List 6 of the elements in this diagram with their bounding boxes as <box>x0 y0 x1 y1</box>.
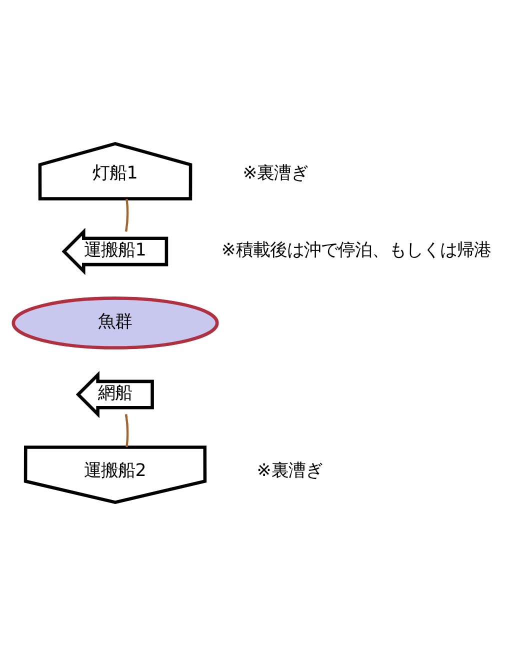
node-label: ※積載後は沖で停泊、もしくは帰港 <box>220 240 490 260</box>
node-label: ※裏漕ぎ <box>242 162 308 183</box>
connector <box>124 414 128 447</box>
connector <box>124 198 128 232</box>
node-label: ※裏漕ぎ <box>256 460 322 480</box>
node-ellipse: 魚群 <box>11 296 218 349</box>
